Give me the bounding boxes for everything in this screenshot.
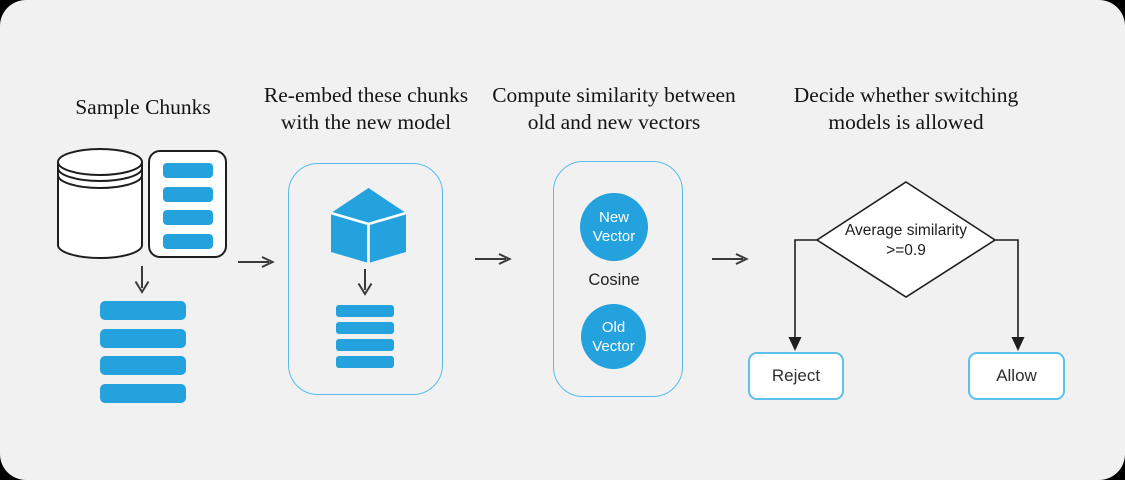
chunk-bar — [163, 187, 213, 202]
chunk-bar — [336, 339, 394, 351]
step-title-re-embed: Re-embed these chunks with the new model — [254, 82, 478, 136]
similarity-container — [553, 161, 683, 397]
step-title-sample-chunks: Sample Chunks — [43, 94, 243, 121]
title-line: old and new vectors — [527, 110, 701, 134]
step-title-decide: Decide whether switching models is allow… — [770, 82, 1042, 136]
title-line: with the new model — [280, 110, 452, 134]
reject-box: Reject — [748, 352, 844, 400]
chunk-bar — [336, 356, 394, 368]
sampled-chunks-stack-icon — [100, 301, 186, 403]
re-embedded-chunks-stack-icon — [336, 305, 394, 368]
new-vector-label: New Vector — [592, 209, 636, 245]
decision-condition-label: Average similarity >=0.9 — [811, 221, 1001, 261]
allow-box: Allow — [968, 352, 1065, 400]
chunk-bar — [163, 234, 213, 249]
title-line: Re-embed these chunks — [263, 83, 469, 107]
chunk-bar — [100, 383, 186, 403]
title-line: Sample Chunks — [75, 95, 211, 119]
title-line: models is allowed — [828, 110, 984, 134]
cosine-label: Cosine — [588, 271, 640, 289]
chunk-bar — [163, 163, 213, 178]
new-vector-circle: New Vector — [580, 193, 648, 261]
chunk-bar — [336, 305, 394, 317]
chunk-bar — [163, 210, 213, 225]
chunk-bar — [100, 328, 186, 348]
step-title-compute-similarity: Compute similarity between old and new v… — [478, 82, 750, 136]
old-vector-circle: Old Vector — [581, 304, 646, 369]
chunk-bar — [100, 301, 186, 320]
allow-label: Allow — [996, 366, 1037, 385]
reject-label: Reject — [771, 366, 821, 385]
title-line: Compute similarity between — [492, 83, 736, 107]
chunk-bar — [100, 356, 186, 375]
condition-line: Average similarity — [844, 222, 968, 239]
old-vector-label: Old Vector — [592, 318, 635, 355]
chunk-bar — [336, 322, 394, 334]
title-line: Decide whether switching — [793, 83, 1019, 107]
condition-line: >=0.9 — [886, 242, 926, 259]
re-embed-container — [288, 163, 443, 395]
chunk-card-icon — [148, 150, 227, 258]
